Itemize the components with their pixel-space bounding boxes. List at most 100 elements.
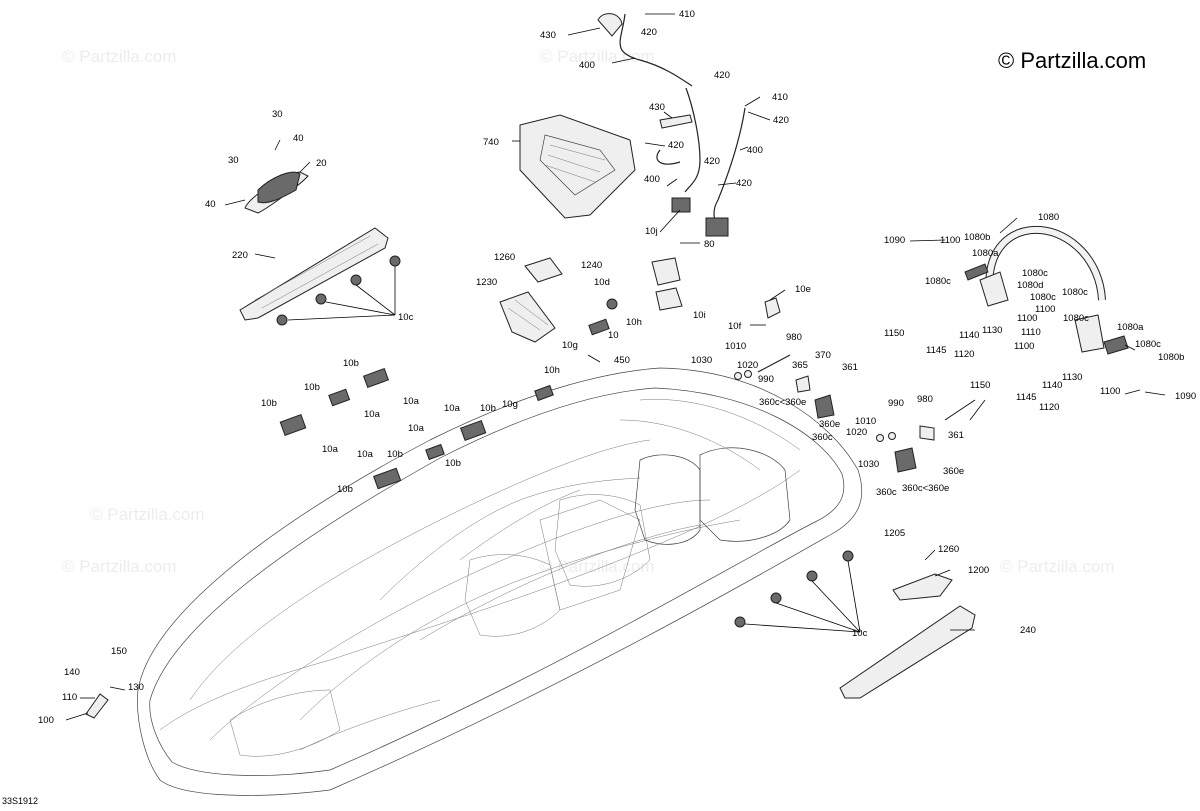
callout-label: 430	[649, 102, 665, 113]
callout-label: 420	[704, 156, 720, 167]
callout-label: 10b	[445, 458, 461, 469]
callout-label: 400	[747, 145, 763, 156]
connector-part	[705, 217, 729, 237]
callout-label: 1100	[1014, 341, 1034, 352]
callout-label: 40	[205, 199, 216, 210]
callout-labels: 430 400 420 410 420 410 420 400 430 420 …	[38, 9, 1196, 726]
callout-label: 10h	[544, 365, 560, 376]
callout-label: 1010	[855, 416, 876, 427]
callout-label: 1080c	[1063, 313, 1089, 324]
callout-label: 1200	[968, 565, 989, 576]
callout-label: 10a	[444, 403, 461, 414]
callout-label: 1090	[1175, 391, 1196, 402]
disc-group	[276, 255, 854, 628]
callout-label: 10a	[357, 449, 374, 460]
callout-label: 1080a	[1117, 322, 1144, 333]
callout-label: 10h	[626, 317, 642, 328]
watermark: © Partzilla.com	[90, 505, 205, 524]
callout-label: 1205	[884, 528, 905, 539]
callout-label: 10c	[398, 312, 414, 323]
callout-label: 10a	[322, 444, 339, 455]
pad-1200	[892, 573, 953, 601]
callout-label: 1150	[970, 380, 990, 391]
watermark: © Partzilla.com	[1000, 557, 1115, 576]
callout-label: 450	[614, 355, 630, 366]
callout-label: 400	[644, 174, 660, 185]
callout-label: 1080c	[1022, 268, 1048, 279]
callout-label: 10g	[562, 340, 578, 351]
leader-lines	[65, 13, 1166, 721]
callout-label: 430	[540, 30, 556, 41]
callout-label: 10b	[480, 403, 496, 414]
callout-label: 10a	[403, 396, 420, 407]
callout-label: 1130	[982, 325, 1002, 336]
callout-label: 1080c	[1135, 339, 1161, 350]
callout-label: 990	[888, 398, 904, 409]
callout-label: 1080c	[1030, 292, 1056, 303]
diagram-code: 33S1912	[2, 796, 38, 806]
plate-1260	[524, 257, 563, 283]
callout-label: 360e	[819, 419, 840, 430]
callout-label: 360c	[812, 432, 833, 443]
callout-label: 1120	[1039, 402, 1059, 413]
callout-label: 420	[736, 178, 752, 189]
part-100	[85, 693, 109, 719]
clip-part	[764, 297, 781, 319]
callout-label: 410	[679, 9, 695, 20]
callout-label: 10b	[261, 398, 277, 409]
callout-label: 740	[483, 137, 499, 148]
callout-label: 10j	[645, 226, 658, 237]
callout-label: 420	[641, 27, 657, 38]
storage-bin-740	[519, 114, 636, 219]
callout-label: 980	[917, 394, 933, 405]
callout-label: 361	[842, 362, 858, 373]
callout-label: 360c<360e	[902, 483, 949, 494]
callout-label: 1100	[1017, 313, 1037, 324]
callout-label: 10d	[594, 277, 610, 288]
callout-label: 361	[948, 430, 964, 441]
callout-label: 10b	[304, 382, 320, 393]
callout-label: 1150	[884, 328, 904, 339]
callout-label: 1080a	[972, 248, 999, 259]
callout-label: 10a	[364, 409, 381, 420]
callout-label: 140	[64, 667, 80, 678]
watermark: © Partzilla.com	[62, 557, 177, 576]
callout-label: 365	[792, 360, 808, 371]
callout-label: 1020	[846, 427, 867, 438]
callout-label: 1145	[926, 345, 946, 356]
watermark: © Partzilla.com	[540, 557, 655, 576]
clip-group	[279, 318, 610, 490]
bracket-assembly-group	[734, 354, 935, 473]
callout-label: 1030	[858, 459, 879, 470]
watermark: © Partzilla.com	[62, 47, 177, 66]
callout-label: 1010	[725, 341, 746, 352]
rail-220	[239, 227, 389, 321]
callout-label: 1080b	[964, 232, 990, 243]
brand-watermark: © Partzilla.com	[998, 48, 1146, 73]
callout-label: 100	[38, 715, 54, 726]
callout-label: 10g	[502, 399, 518, 410]
callout-label: 10b	[387, 449, 403, 460]
callout-label: 40	[293, 133, 304, 144]
callout-label: 1260	[494, 252, 515, 263]
callout-label: 360c<360e	[759, 397, 806, 408]
callout-label: 1100	[1035, 304, 1055, 315]
callout-label: 980	[786, 332, 802, 343]
callout-label: 10b	[343, 358, 359, 369]
connector-housing-part	[651, 257, 681, 286]
callout-label: 360c	[876, 487, 897, 498]
callout-label: 1080c	[925, 276, 951, 287]
callout-label: 80	[704, 239, 715, 250]
callout-label: 30	[272, 109, 283, 120]
callout-label: 420	[714, 70, 730, 81]
callout-label: 130	[128, 682, 144, 693]
callout-label: 1110	[1021, 327, 1041, 338]
callout-label: 420	[773, 115, 789, 126]
callout-label: 20	[316, 158, 327, 169]
callout-label: 1100	[940, 235, 960, 246]
callout-label: 990	[758, 374, 774, 385]
hose-clamp-part	[597, 13, 623, 37]
callout-label: 1080b	[1158, 352, 1184, 363]
